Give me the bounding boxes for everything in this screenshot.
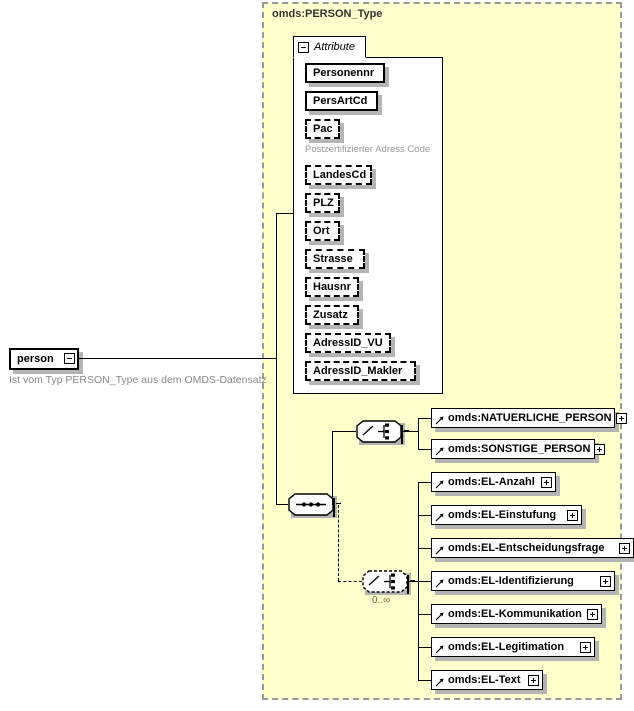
element-reference-arrow-icon [435,509,444,522]
person-description: Ist vom Typ PERSON_Type aus dem OMDS-Dat… [9,374,267,386]
element-reference-arrow-icon [435,412,444,425]
element-ref-label: omds:NATUERLICHE_PERSON [448,411,612,424]
connector-choice-person-branch-0 [418,418,431,419]
element-reference-arrow-icon [435,674,444,687]
element-ref-omds-EL-Anzahl[interactable]: omds:EL-Anzahl [431,472,556,492]
attribute-label: AdressID_VU [313,336,383,349]
attribute-label: Strasse [313,252,353,265]
element-expand-toggle[interactable] [528,674,539,686]
element-expand-toggle[interactable] [541,476,552,488]
connector-choice-el-branch-0 [418,482,431,483]
attribute-annotation: Postzertifizierter Adress Code [305,144,431,155]
attribute-label: PLZ [313,196,334,209]
choice-icon [362,570,408,593]
choice-person-collapse-toggle[interactable] [401,425,403,444]
element-expand-toggle[interactable] [567,509,578,521]
element-reference-arrow-icon [435,608,444,621]
element-ref-omds-EL-Legitimation[interactable]: omds:EL-Legitimation [431,637,595,657]
connector-trunk-sequence [276,504,288,505]
connector-choice-el-branch-6 [418,680,431,681]
attribute-label: Pac [313,122,333,135]
attribute-Hausnr[interactable]: Hausnr [305,277,359,297]
attribute-LandesCd[interactable]: LandesCd [305,165,372,185]
attribute-label: Zusatz [313,308,348,321]
element-expand-toggle[interactable] [619,542,630,554]
attribute-AdressID_VU[interactable]: AdressID_VU [305,333,391,353]
attribute-PersArtCd[interactable]: PersArtCd [305,91,378,111]
connector-sequence-dashed-vertical [338,505,339,581]
element-ref-label: omds:EL-Kommunikation [448,607,582,620]
sequence-compositor[interactable] [288,493,350,521]
connector-choice-el-branch-5 [418,647,431,648]
attribute-collapse-toggle[interactable] [298,41,309,53]
element-expand-toggle[interactable] [615,412,627,424]
element-expand-toggle[interactable] [580,641,591,653]
choice-el-collapse-toggle[interactable] [407,575,409,594]
element-ref-label: omds:EL-Text [448,673,521,686]
element-expand-toggle[interactable] [600,575,611,587]
element-reference-arrow-icon [435,542,444,555]
element-ref-omds-NATUERLICHE_PERSON[interactable]: omds:NATUERLICHE_PERSON [431,408,627,428]
attribute-PLZ[interactable]: PLZ [305,193,340,213]
connector-choice-person-out [402,431,418,432]
sequence-collapse-toggle[interactable] [333,498,335,517]
element-ref-label: omds:EL-Einstufung [448,508,557,521]
choice-icon [356,420,402,443]
connector-trunk-attribute [276,213,302,214]
connector-choice-el-branch-2 [418,548,431,549]
element-ref-omds-SONSTIGE_PERSON[interactable]: omds:SONSTIGE_PERSON [431,439,606,459]
attribute-label: PersArtCd [313,94,368,107]
connector-person-trunk [79,358,276,359]
connector-choice-el-out [408,581,418,582]
attribute-Personennr[interactable]: Personennr [305,63,385,83]
connector-sequence-dashed-horizontal [338,581,362,582]
element-ref-label: omds:EL-Identifizierung [448,574,574,587]
sequence-icon [288,493,334,516]
attribute-Pac[interactable]: Pac [305,119,340,139]
element-ref-label: omds:EL-Entscheidungsfrage [448,541,605,554]
element-expand-toggle[interactable] [594,443,606,455]
attribute-Strasse[interactable]: Strasse [305,249,365,269]
choice-el-cardinality: 0..∞ [372,595,391,606]
element-reference-arrow-icon [435,575,444,588]
element-person[interactable]: person [9,348,79,370]
element-ref-label: omds:SONSTIGE_PERSON [448,442,591,455]
attribute-label: LandesCd [313,168,367,181]
element-ref-omds-EL-Einstufung[interactable]: omds:EL-Einstufung [431,505,582,525]
attribute-label: Hausnr [313,280,351,293]
element-ref-label: omds:EL-Legitimation [448,640,565,653]
connector-choice-person-branch-1 [418,449,431,450]
attribute-label: AdressID_Makler [313,364,403,377]
connector-choice-person-spine [418,418,419,449]
element-ref-omds-EL-Entscheidungsfrage[interactable]: omds:EL-Entscheidungsfrage [431,538,634,558]
connector-choice-el-branch-1 [418,515,431,516]
choice-compositor-person[interactable] [356,420,418,448]
connector-trunk-vertical [276,213,277,504]
element-reference-arrow-icon [435,443,444,456]
element-reference-arrow-icon [435,641,444,654]
element-ref-omds-EL-Text[interactable]: omds:EL-Text [431,670,543,690]
choice-compositor-el[interactable] [362,570,424,598]
attribute-label: Personennr [313,66,375,79]
attribute-Ort[interactable]: Ort [305,221,340,241]
element-person-label: person [17,352,54,365]
attribute-tab[interactable]: Attribute [293,36,366,58]
connector-choice-el-branch-4 [418,614,431,615]
element-expand-toggle[interactable] [587,608,598,620]
element-reference-arrow-icon [435,476,444,489]
element-ref-omds-EL-Kommunikation[interactable]: omds:EL-Kommunikation [431,604,602,624]
complex-type-label: omds:PERSON_Type [272,8,383,20]
attribute-AdressID_Makler[interactable]: AdressID_Makler [305,361,416,381]
connector-branch-choice-person [332,431,356,432]
attribute-Zusatz[interactable]: Zusatz [305,305,359,325]
connector-choice-el-branch-3 [418,581,431,582]
person-collapse-toggle[interactable] [64,353,75,364]
attribute-label: Ort [313,224,330,237]
element-ref-label: omds:EL-Anzahl [448,475,535,488]
element-ref-omds-EL-Identifizierung[interactable]: omds:EL-Identifizierung [431,571,615,591]
attribute-tab-label: Attribute [314,41,355,53]
connector-sequence-branch [332,431,333,505]
